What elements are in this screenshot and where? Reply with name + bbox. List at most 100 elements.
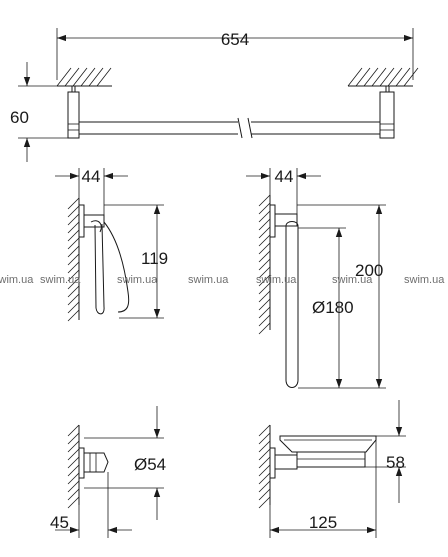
hatch-stroke — [67, 309, 80, 322]
towel-ring-projection-label: 44 — [275, 167, 294, 186]
hatch-stroke — [67, 213, 80, 226]
hatch-stroke — [67, 301, 80, 314]
hatch-stroke — [258, 218, 271, 231]
hatch-stroke — [88, 67, 104, 87]
left-mount-flange — [71, 85, 76, 93]
hatch-stroke — [258, 448, 271, 461]
hatch-stroke — [258, 314, 271, 327]
hatch-stroke — [64, 67, 80, 87]
hatch-stroke — [67, 197, 80, 210]
hatch-stroke — [67, 488, 80, 501]
hatch-stroke — [67, 456, 80, 469]
ring-holder-arm — [94, 223, 105, 315]
hatch-stroke — [387, 67, 403, 87]
hatch-stroke — [67, 293, 80, 306]
hatch-stroke — [258, 440, 271, 453]
hatch-stroke — [72, 67, 88, 87]
right-mount-flange — [385, 85, 390, 93]
hatch-stroke — [258, 464, 271, 477]
towel-bar-projection-label: 60 — [10, 108, 29, 127]
hatch-stroke — [67, 440, 80, 453]
hatch-stroke — [258, 290, 271, 303]
hatch-stroke — [258, 488, 271, 501]
hatch-stroke — [258, 194, 271, 207]
bar-right-segment — [247, 117, 380, 139]
towel-bar-length-label: 654 — [221, 30, 249, 49]
hatch-stroke — [258, 496, 271, 509]
hatch-stroke — [67, 472, 80, 485]
watermark-text: swim.ua — [40, 274, 81, 286]
hatch-stroke — [80, 67, 96, 87]
hatch-stroke — [67, 269, 80, 282]
hatch-stroke — [379, 67, 395, 87]
hatch-stroke — [258, 432, 271, 445]
watermark-text: swim.ua — [188, 274, 229, 286]
hatch-stroke — [67, 205, 80, 218]
soap-dish-height-label: 58 — [386, 453, 405, 472]
left-mount-body — [67, 91, 80, 139]
ring-holder-ring — [103, 221, 130, 313]
hatch-stroke — [258, 306, 271, 319]
hatch-stroke — [67, 285, 80, 298]
towel-ring-diameter-label: Ø180 — [312, 298, 354, 317]
hatch-stroke — [67, 245, 80, 258]
soap-dish-view: 58 125 — [258, 400, 406, 538]
hatch-stroke — [258, 266, 271, 279]
hatch-stroke — [403, 67, 419, 87]
hatch-stroke — [258, 250, 271, 263]
bar-left-segment — [79, 117, 243, 139]
wall-hatch-right — [347, 67, 419, 87]
hatch-stroke — [371, 67, 387, 87]
hatch-stroke — [258, 274, 271, 287]
robe-hook-diameter-label: Ø54 — [134, 455, 166, 474]
right-mount-body — [379, 91, 395, 139]
hatch-stroke — [258, 480, 271, 493]
hatch-stroke — [258, 210, 271, 223]
hatch-stroke — [96, 67, 112, 87]
wall-hatch-left — [56, 67, 112, 87]
hatch-stroke — [67, 480, 80, 493]
hatch-stroke — [258, 322, 271, 335]
watermark-text: swim.ua — [256, 274, 297, 286]
watermark-row: swim.ua swim.ua swim.ua swim.ua swim.ua … — [0, 274, 445, 286]
hatch-stroke — [56, 67, 72, 87]
hatch-stroke — [363, 67, 379, 87]
towel-bar-view: 654 60 — [10, 28, 419, 162]
robe-hook-projection-label: 45 — [50, 513, 69, 532]
soap-dish-width-label: 125 — [309, 513, 337, 532]
hatch-stroke — [67, 448, 80, 461]
soap-dish-bowl — [279, 435, 377, 453]
hatch-stroke — [355, 67, 371, 87]
hatch-stroke — [258, 298, 271, 311]
soap-dish-holder — [296, 452, 366, 468]
hatch-stroke — [67, 221, 80, 234]
hatch-stroke — [67, 496, 80, 509]
hatch-stroke — [67, 237, 80, 250]
hatch-stroke — [67, 277, 80, 290]
watermark-text: swim.ua — [117, 274, 158, 286]
hatch-stroke — [258, 472, 271, 485]
hatch-stroke — [67, 464, 80, 477]
hatch-stroke — [258, 258, 271, 271]
hatch-stroke — [258, 424, 271, 437]
ring-holder-view: 44 119 — [55, 167, 168, 322]
towel-ring-loop — [285, 221, 299, 388]
hatch-stroke — [258, 456, 271, 469]
hatch-stroke — [67, 432, 80, 445]
ring-holder-projection-label: 44 — [82, 167, 101, 186]
watermark-text: swim.ua — [404, 274, 445, 286]
hatch-stroke — [258, 242, 271, 255]
hatch-stroke — [67, 424, 80, 437]
hatch-stroke — [395, 67, 411, 87]
hatch-stroke — [258, 282, 271, 295]
hatch-stroke — [258, 226, 271, 239]
robe-hook-view: Ø54 45 — [50, 406, 166, 538]
towel-ring-height-label: 200 — [355, 261, 383, 280]
ring-holder-height-label: 119 — [141, 249, 168, 268]
hatch-stroke — [67, 261, 80, 274]
hatch-stroke — [67, 229, 80, 242]
hatch-stroke — [258, 202, 271, 215]
hatch-stroke — [347, 67, 363, 87]
hatch-stroke — [67, 253, 80, 266]
